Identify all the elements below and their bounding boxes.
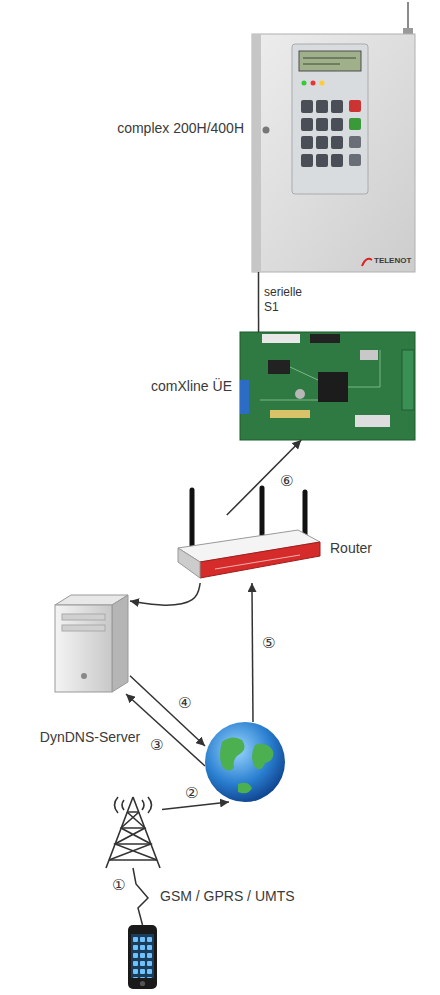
step-number: ⑤ (262, 636, 275, 651)
step-number: ② (185, 786, 198, 801)
device-label: Router (330, 540, 372, 557)
router-drawing (178, 488, 320, 578)
alarm-panel-drawing (252, 2, 415, 272)
network-label: GSM / GPRS / UMTS (160, 889, 295, 904)
serial-cable (258, 272, 260, 332)
radio-link (133, 868, 148, 925)
device-label: DynDNS-Server (40, 729, 140, 746)
flow-arrow (227, 440, 301, 515)
step-number: ① (112, 878, 125, 893)
transmitter-board: comXline ÜE (240, 332, 415, 440)
smartphone-drawing (128, 925, 157, 989)
flow-arrow (130, 676, 205, 746)
globe-drawing (205, 722, 285, 802)
dns-update-arrow (130, 583, 200, 605)
brand-logo-text: TELENOT (374, 257, 411, 266)
flow-arrow (252, 583, 253, 722)
radio-tower (104, 795, 162, 868)
device-label: comXline ÜE (151, 378, 232, 395)
smartphone (128, 925, 157, 989)
alarm-panel: complex 200H/400H (252, 34, 415, 272)
radio-tower-drawing (106, 797, 160, 868)
device-label: complex 200H/400H (117, 120, 244, 137)
flow-arrow (162, 802, 229, 810)
dyndns-server: DynDNS-Server (50, 593, 130, 694)
circuit-board-drawing (240, 332, 415, 440)
server-drawing (55, 595, 128, 692)
step-number: ④ (178, 696, 191, 711)
router: Router (175, 515, 323, 583)
internet-globe (205, 722, 285, 802)
step-number: ③ (150, 738, 163, 753)
connection-label: serielle S1 (264, 285, 302, 315)
step-number: ⑥ (280, 474, 293, 489)
